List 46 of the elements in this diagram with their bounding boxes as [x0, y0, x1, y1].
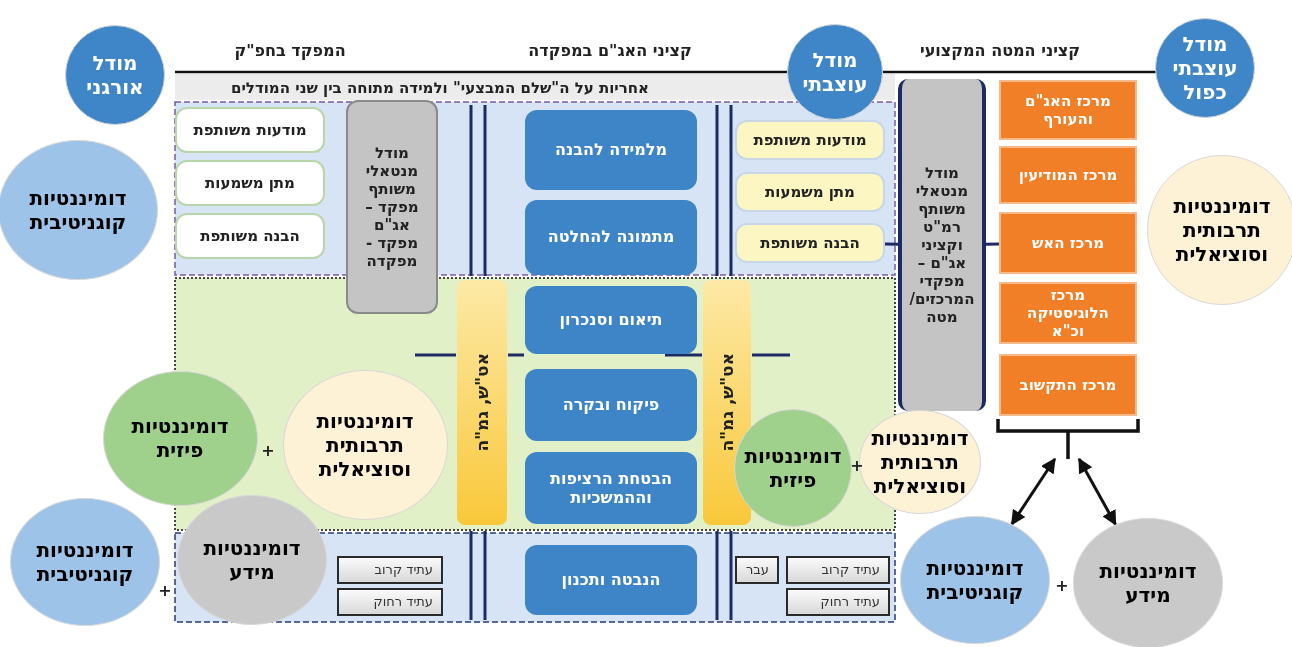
process-box: מלמידה להבנה — [525, 110, 697, 190]
dominance-circle: דומיננטיות קוגניטיבית — [900, 516, 1050, 644]
time-box: עתיד רחוק — [337, 588, 443, 616]
concept-box: מודעות משותפת — [735, 120, 885, 160]
column-heading: המפקד בחפ"ק — [234, 40, 346, 60]
process-box: הנבטה ותכנון — [525, 545, 697, 615]
connector-line — [985, 242, 1000, 246]
subtitle: אחריות על ה"שלם המבצעי" ולמידה מתוחה בין שני המודלים — [230, 79, 650, 97]
center-box: מרכז האש — [999, 212, 1137, 274]
column-heading: קציני האג"ם במפקדה — [528, 40, 692, 60]
concept-box: מתן משמעות — [735, 172, 885, 212]
center-box: מרכז המודיעין — [999, 146, 1137, 204]
dominance-circle: דומיננטיות פיזית — [102, 370, 258, 506]
connector-line — [884, 242, 899, 246]
process-box: תיאום וסנכרון — [525, 286, 697, 354]
arrow — [1010, 457, 1057, 526]
column-heading: קציני המטה המקצועי — [919, 40, 1081, 60]
process-box: פיקוח ובקרה — [525, 369, 697, 441]
mental-model-box: מודל מנטאלי משותף רמ"ט וקציני אג"ם – מפקדי המרכזים/ מטה — [898, 79, 986, 411]
dominance-circle: דומיננטיות קוגניטיבית — [10, 498, 160, 626]
time-box: עתיד קרוב — [786, 556, 890, 584]
dominance-circle: דומיננטיות מידע — [1073, 518, 1223, 647]
bracket — [996, 419, 1140, 459]
model-circle: מודל עוצבתי כפול — [1155, 18, 1255, 118]
time-box: עתיד רחוק — [786, 588, 890, 616]
concept-box: מתן משמעות — [175, 160, 325, 206]
plus-sign: + — [1055, 575, 1069, 595]
center-box: מרכז התקשוב — [999, 354, 1137, 416]
plus-sign: + — [261, 440, 275, 460]
mental-model-box: מודל מנטאלי משותף מפקד – אג"ם מפקד - מפקדה — [346, 100, 438, 314]
process-box: הבטחת הרציפות וההמשכיות — [525, 452, 697, 524]
concept-box: הבנה משותפת — [175, 213, 325, 259]
center-box: מרכז הלוגיסטיקה וכ"א — [999, 282, 1137, 344]
concept-box: מודעות משותפת — [175, 107, 325, 153]
time-box: עתיד קרוב — [337, 556, 443, 584]
model-circle: מודל אורגני — [65, 25, 165, 125]
model-circle: מודל עוצבתי — [787, 24, 883, 120]
time-box: עבר — [735, 556, 779, 584]
center-box: מרכז האג"ם והעורף — [999, 80, 1137, 140]
concept-box: הבנה משותפת — [735, 223, 885, 263]
dominance-circle: דומיננטיות קוגניטיבית — [0, 140, 158, 280]
arrow — [1077, 457, 1117, 526]
plus-sign: + — [158, 580, 172, 600]
process-box: מתמונה להחלטה — [525, 199, 697, 275]
dominance-circle: דומיננטיות תרבותית וסוציאלית — [1147, 155, 1292, 305]
vertical-bar: אט"ש, גמ"ה — [457, 279, 507, 525]
